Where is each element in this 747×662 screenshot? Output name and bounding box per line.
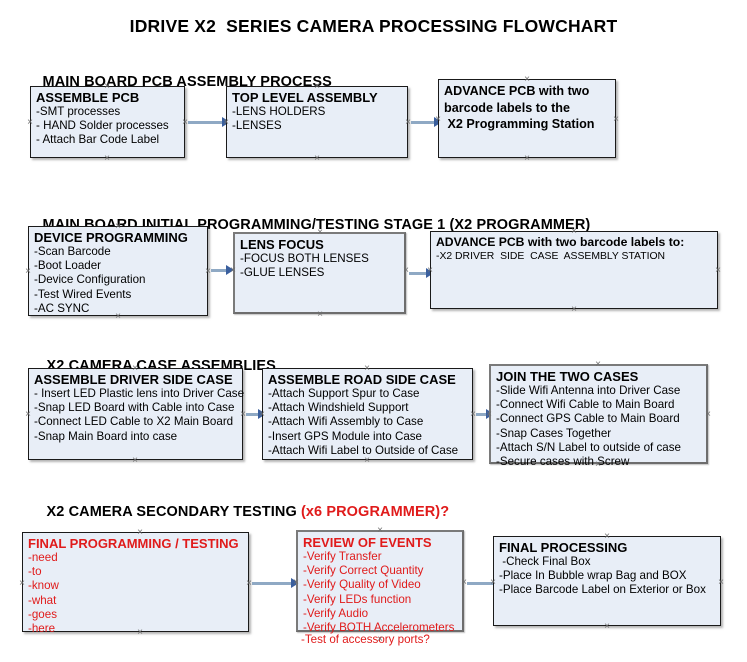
- connector-arrow: [467, 582, 511, 585]
- node-line: -SMT processes: [36, 105, 121, 118]
- node-line: -what: [28, 593, 57, 607]
- connector-arrow: [252, 582, 295, 585]
- node-line: -Snap Cases Together: [496, 426, 612, 440]
- node-overflow-line: -Test of accessory ports?: [301, 633, 430, 646]
- node-line: -Test Wired Events: [34, 287, 132, 301]
- node-line: barcode labels to the: [444, 100, 570, 115]
- node-line: -Attach Windshield Support: [268, 401, 409, 415]
- node-line: -Attach Wifi Assembly to Case: [268, 415, 424, 429]
- node-title: ASSEMBLE PCB: [36, 90, 140, 105]
- node-line: ADVANCE PCB with two: [444, 84, 590, 98]
- node-line: -Secure cases with Screw: [496, 455, 630, 469]
- arrowhead-icon: [226, 265, 234, 275]
- node-title: JOIN THE TWO CASES: [496, 369, 639, 384]
- node-final-programming-testing[interactable]: FINAL PROGRAMMING / TESTING -need -to -k…: [22, 532, 249, 635]
- node-line: -Slide Wifi Antenna into Driver Case: [496, 384, 681, 397]
- connector-arrow: [409, 272, 431, 275]
- node-line: -Device Configuration: [34, 273, 146, 287]
- node-line: -need: [28, 551, 58, 564]
- node-line: -Snap LED Board with Cable into Case: [34, 401, 235, 415]
- node-line: -Verify Correct Quantity: [303, 564, 424, 578]
- node-line: -Snap Main Board into case: [34, 429, 178, 443]
- node-lens-focus[interactable]: LENS FOCUS -FOCUS BOTH LENSES -GLUE LENS…: [233, 232, 406, 314]
- node-line: - Insert LED Plastic lens into Driver Ca…: [34, 387, 245, 400]
- node-line: -Attach Wifi Label to Outside of Case: [268, 443, 459, 457]
- connector-arrow: [476, 413, 490, 416]
- node-review-of-events[interactable]: REVIEW OF EVENTS -Verify Transfer -Verif…: [296, 530, 464, 635]
- node-advance-pcb-driver-side-case[interactable]: ADVANCE PCB with two barcode labels to: …: [430, 231, 718, 309]
- node-line: -Verify Audio: [303, 606, 369, 620]
- node-assemble-road-side-case[interactable]: ASSEMBLE ROAD SIDE CASE -Attach Support …: [262, 368, 473, 460]
- node-line: -Boot Loader: [34, 259, 102, 273]
- node-line: -GLUE LENSES: [240, 266, 325, 280]
- node-line: -Verify LEDs function: [303, 592, 412, 606]
- connector-arrow: [411, 121, 439, 124]
- node-line: -Attach S/N Label to outside of case: [496, 440, 681, 454]
- node-join-the-two-cases[interactable]: JOIN THE TWO CASES -Slide Wifi Antenna i…: [489, 364, 708, 468]
- node-assemble-driver-side-case[interactable]: ASSEMBLE DRIVER SIDE CASE - Insert LED P…: [28, 368, 245, 460]
- node-line: -Check Final Box: [499, 555, 591, 568]
- node-line: -here: [28, 622, 56, 636]
- connector-arrow: [246, 413, 262, 416]
- node-line: -Scan Barcode: [34, 245, 111, 258]
- arrowhead-icon: [291, 578, 299, 588]
- page-title: IDRIVE X2 SERIES CAMERA PROCESSING FLOWC…: [129, 16, 618, 36]
- node-line: -LENSES: [232, 119, 282, 133]
- node-device-programming[interactable]: DEVICE PROGRAMMING -Scan Barcode -Boot L…: [28, 226, 208, 316]
- node-assemble-pcb[interactable]: ASSEMBLE PCB -SMT processes - HAND Solde…: [30, 86, 185, 158]
- node-title: TOP LEVEL ASSEMBLY: [232, 90, 378, 105]
- node-line: -Verify BOTH Accelerometers: [303, 621, 455, 635]
- node-line: -goes: [28, 607, 58, 621]
- node-line: -know: [28, 579, 59, 593]
- section-heading-text: X2 CAMERA SECONDARY TESTING: [46, 504, 301, 520]
- node-line: -Connect GPS Cable to Main Board: [496, 412, 680, 426]
- node-line: -Verify Quality of Video: [303, 578, 421, 592]
- node-line: -Attach Support Spur to Case: [268, 387, 420, 400]
- node-title: ADVANCE PCB with two barcode labels to:: [436, 235, 685, 249]
- section-heading-secondary-testing: X2 CAMERA SECONDARY TESTING (x6 PROGRAMM…: [30, 488, 450, 536]
- connector-arrow: [188, 121, 226, 124]
- node-title: FINAL PROCESSING: [499, 540, 628, 555]
- node-line: -LENS HOLDERS: [232, 105, 326, 118]
- node-line: -Insert GPS Module into Case: [268, 429, 423, 443]
- node-title: LENS FOCUS: [240, 237, 324, 252]
- node-line: - HAND Solder processes: [36, 119, 169, 133]
- node-title: FINAL PROGRAMMING / TESTING: [28, 536, 239, 551]
- node-line: -X2 DRIVER SIDE CASE ASSEMBLY STATION: [436, 251, 666, 262]
- node-top-level-assembly[interactable]: TOP LEVEL ASSEMBLY -LENS HOLDERS -LENSES: [226, 86, 408, 158]
- node-title: DEVICE PROGRAMMING: [34, 230, 188, 245]
- node-title: ASSEMBLE ROAD SIDE CASE: [268, 372, 456, 387]
- node-line: -to: [28, 565, 42, 579]
- node-line: -Connect Wifi Cable to Main Board: [496, 398, 675, 412]
- section-heading-accent: (x6 PROGRAMMER)?: [300, 504, 450, 520]
- node-line: -Connect LED Cable to X2 Main Board: [34, 415, 234, 429]
- node-title: ASSEMBLE DRIVER SIDE CASE: [34, 372, 233, 387]
- node-advance-pcb-programming-station[interactable]: ADVANCE PCB with two barcode labels to t…: [438, 79, 616, 158]
- node-line: -AC SYNC: [34, 301, 90, 315]
- node-line: -Place In Bubble wrap Bag and BOX: [499, 569, 687, 583]
- node-line: -Place Barcode Label on Exterior or Box: [499, 583, 706, 597]
- node-title: REVIEW OF EVENTS: [303, 535, 432, 550]
- node-line: X2 Programming Station: [444, 117, 595, 131]
- node-line: - Attach Bar Code Label: [36, 133, 160, 147]
- node-line: -FOCUS BOTH LENSES: [240, 252, 369, 265]
- node-final-processing[interactable]: FINAL PROCESSING -Check Final Box -Place…: [493, 536, 721, 626]
- node-line: -Verify Transfer: [303, 550, 382, 563]
- connector-arrow: [211, 269, 231, 272]
